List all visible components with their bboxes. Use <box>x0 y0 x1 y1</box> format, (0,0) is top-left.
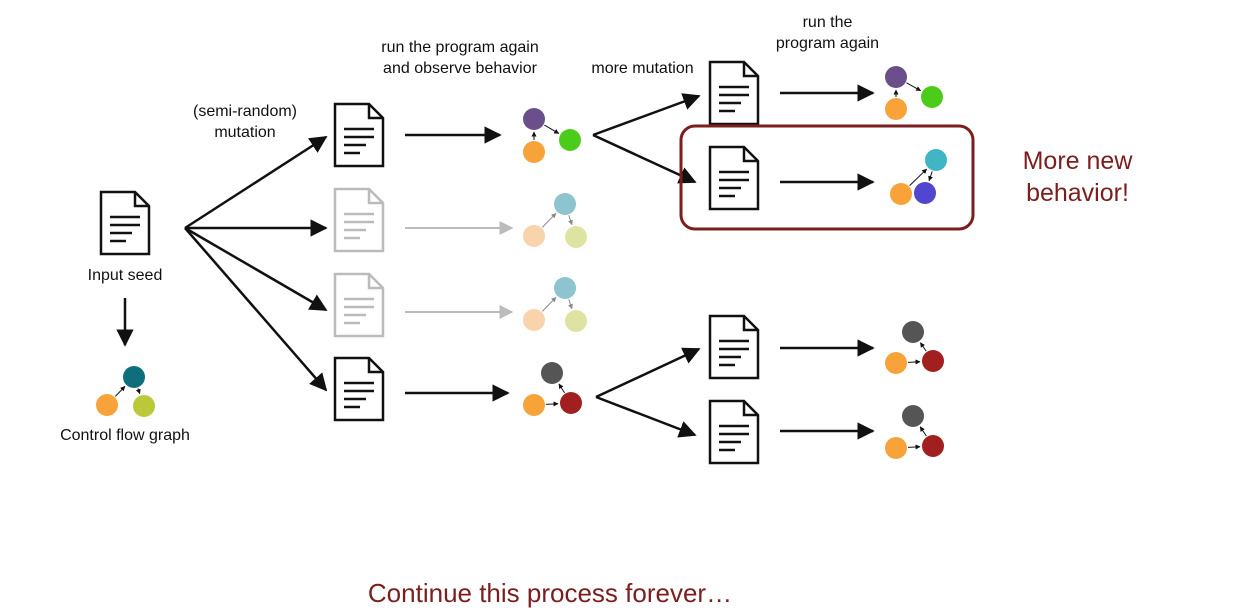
continue-forever-label: Continue this process forever… <box>367 578 733 608</box>
cfg-edge <box>114 385 126 397</box>
mutant-3-document-icon <box>333 272 385 338</box>
behavior-1b-cfg <box>890 149 947 205</box>
run-observe-label: run the program again and observe behavi… <box>381 39 539 77</box>
cfg-edge <box>928 171 933 182</box>
cfg-node <box>922 435 944 457</box>
cfg-edge <box>568 299 573 310</box>
cfg-node <box>885 98 907 120</box>
mutate-arrow-1 <box>184 135 328 230</box>
cfg-node <box>523 394 545 416</box>
cfg-node <box>541 362 563 384</box>
cfg-node <box>885 66 907 88</box>
cfg-node <box>925 149 947 171</box>
cfg-node <box>554 193 576 215</box>
cfg-label: Control flow graph <box>60 427 190 444</box>
behavior-4-cfg <box>523 362 582 416</box>
cfg-node <box>559 129 581 151</box>
input-seed-label: Input seed <box>87 267 163 284</box>
more-mutation-label: more mutation <box>591 60 694 77</box>
cfg-node <box>554 277 576 299</box>
run-again-label: run the program again <box>775 14 880 52</box>
cfg-edge <box>568 215 573 226</box>
cfg-node <box>523 108 545 130</box>
cfg-edge <box>907 444 921 450</box>
cfg-node <box>96 394 118 416</box>
cfg-node <box>902 405 924 427</box>
cfg-node <box>133 395 155 417</box>
more-new-behavior-label: More new behavior! <box>1022 147 1133 207</box>
mutant-1a-document-icon <box>708 60 760 126</box>
cfg-node <box>523 309 545 331</box>
cfg-node <box>890 183 912 205</box>
mutant-2-document-icon <box>333 187 385 253</box>
cfg-edge <box>541 212 557 228</box>
behavior-4a-cfg <box>885 321 944 374</box>
cfg-edge <box>907 359 921 365</box>
cfg-edge <box>545 401 559 407</box>
cfg-edge <box>558 383 566 394</box>
behavior-1a-cfg <box>885 66 943 120</box>
highlight-box <box>679 124 975 231</box>
mutant-4b-document-icon <box>708 399 760 465</box>
cfg-node <box>914 182 936 204</box>
seed-cfg <box>96 366 155 417</box>
cfg-edge <box>544 124 560 134</box>
mutate-arrow-4 <box>184 227 328 392</box>
cfg-edge <box>135 388 141 395</box>
cfg-edge <box>906 82 922 92</box>
cfg-node <box>921 86 943 108</box>
behavior-3-cfg <box>523 277 587 332</box>
mutant-1b-document-icon <box>708 145 760 211</box>
cfg-node <box>560 392 582 414</box>
mutation-label: (semi-random) mutation <box>192 103 297 141</box>
cfg-edge <box>909 168 928 186</box>
cfg-node <box>123 366 145 388</box>
input-seed-document-icon <box>99 190 151 256</box>
cfg-node <box>885 437 907 459</box>
more-mutation-arrow-1b <box>592 133 697 184</box>
mutant-4a-document-icon <box>708 314 760 380</box>
mutant-1-document-icon <box>333 102 385 168</box>
mutate-arrow-3 <box>184 226 328 312</box>
mutant-4-document-icon <box>333 356 385 422</box>
behavior-4b-cfg <box>885 405 944 459</box>
cfg-edge <box>919 342 927 352</box>
cfg-node <box>565 310 587 332</box>
behavior-1-cfg <box>523 108 581 163</box>
cfg-node <box>565 226 587 248</box>
cfg-edge <box>541 296 557 312</box>
cfg-node <box>523 141 545 163</box>
more-mutation-arrow-4a <box>595 347 701 399</box>
cfg-node <box>885 352 907 374</box>
cfg-edge <box>919 426 927 437</box>
behavior-2-cfg <box>523 193 587 248</box>
more-mutation-arrow-1a <box>592 93 701 137</box>
more-mutation-arrow-4b <box>595 395 697 438</box>
cfg-node <box>523 225 545 247</box>
cfg-node <box>922 350 944 372</box>
cfg-node <box>902 321 924 343</box>
